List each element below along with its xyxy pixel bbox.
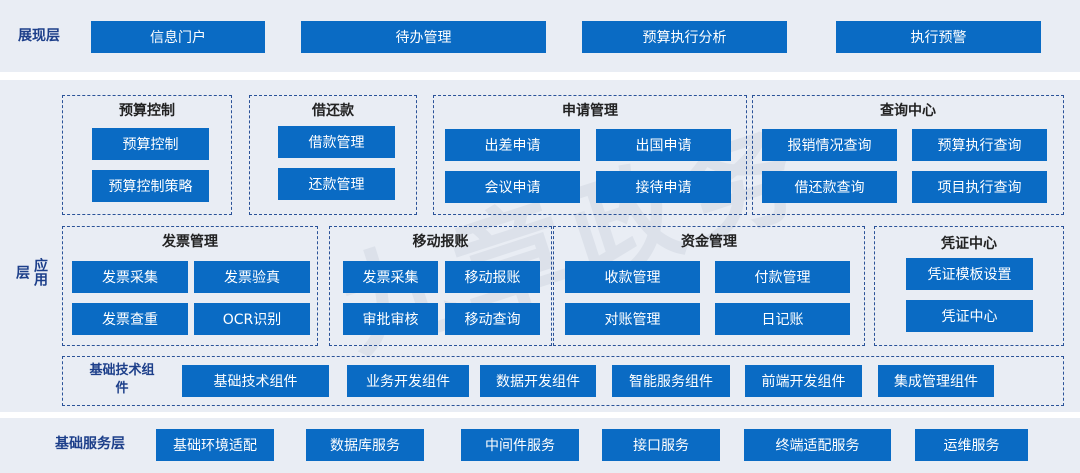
invoice-collect-button[interactable]: 发票采集 bbox=[72, 261, 188, 293]
budget-execution-query-button[interactable]: 预算执行查询 bbox=[912, 129, 1047, 161]
payment-management-button[interactable]: 付款管理 bbox=[715, 261, 850, 293]
apply-management-group: 申请管理 bbox=[433, 95, 747, 215]
fund-management-title: 资金管理 bbox=[681, 234, 737, 250]
budget-strategy-button[interactable]: 预算控制策略 bbox=[92, 170, 209, 202]
project-execution-query-button[interactable]: 项目执行查询 bbox=[912, 171, 1047, 203]
infrastructure-layer: 基础服务层 基础环境适配 数据库服务 中间件服务 接口服务 终端适配服务 运维服… bbox=[0, 418, 1080, 473]
mobile-reimbursement-title: 移动报账 bbox=[412, 234, 469, 250]
query-center-group: 查询中心 bbox=[752, 95, 1064, 215]
query-center-title: 查询中心 bbox=[880, 103, 936, 119]
voucher-template-button[interactable]: 凭证模板设置 bbox=[906, 258, 1033, 290]
mobile-invoice-collect-button[interactable]: 发票采集 bbox=[343, 261, 438, 293]
reception-apply-button[interactable]: 接待申请 bbox=[596, 171, 731, 203]
budget-control-title: 预算控制 bbox=[119, 103, 175, 119]
middleware-service-button[interactable]: 中间件服务 bbox=[461, 429, 579, 461]
terminal-adaptation-button[interactable]: 终端适配服务 bbox=[744, 429, 891, 461]
interface-service-button[interactable]: 接口服务 bbox=[602, 429, 720, 461]
voucher-center-title: 凭证中心 bbox=[941, 236, 997, 252]
budget-control-group: 预算控制 bbox=[62, 95, 232, 215]
reimbursement-query-button[interactable]: 报销情况查询 bbox=[762, 129, 897, 161]
info-portal-button[interactable]: 信息门户 bbox=[91, 21, 265, 53]
presentation-layer-label: 展现层 bbox=[18, 28, 60, 44]
application-layer-label: 应用层 bbox=[14, 258, 48, 286]
repayment-management-button[interactable]: 还款管理 bbox=[278, 168, 395, 200]
base-components-title: 基础技术组件 bbox=[89, 363, 155, 396]
loan-query-button[interactable]: 借还款查询 bbox=[762, 171, 897, 203]
base-components-group: 基础技术组件 bbox=[62, 356, 1064, 406]
voucher-center-group: 凭证中心 bbox=[874, 226, 1064, 346]
fund-management-group: 资金管理 bbox=[553, 226, 865, 346]
invoice-management-title: 发票管理 bbox=[162, 234, 218, 250]
mobile-query-button[interactable]: 移动查询 bbox=[445, 303, 540, 335]
budget-analysis-button[interactable]: 预算执行分析 bbox=[582, 21, 787, 53]
budget-control-button[interactable]: 预算控制 bbox=[92, 128, 209, 160]
approval-review-button[interactable]: 审批审核 bbox=[343, 303, 438, 335]
mobile-reimbursement-button[interactable]: 移动报账 bbox=[445, 261, 540, 293]
loan-title: 借还款 bbox=[312, 103, 354, 119]
business-dev-component-button[interactable]: 业务开发组件 bbox=[347, 365, 469, 397]
invoice-management-group: 发票管理 bbox=[62, 226, 318, 346]
ops-service-button[interactable]: 运维服务 bbox=[915, 429, 1028, 461]
reconciliation-button[interactable]: 对账管理 bbox=[565, 303, 700, 335]
integration-component-button[interactable]: 集成管理组件 bbox=[878, 365, 994, 397]
apply-management-title: 申请管理 bbox=[562, 103, 618, 119]
execution-warning-button[interactable]: 执行预警 bbox=[836, 21, 1041, 53]
ai-service-component-button[interactable]: 智能服务组件 bbox=[612, 365, 730, 397]
loan-group: 借还款 bbox=[249, 95, 417, 215]
database-service-button[interactable]: 数据库服务 bbox=[306, 429, 424, 461]
voucher-center-button[interactable]: 凭证中心 bbox=[906, 300, 1033, 332]
mobile-reimbursement-group: 移动报账 bbox=[329, 226, 552, 346]
loan-management-button[interactable]: 借款管理 bbox=[278, 126, 395, 158]
business-trip-button[interactable]: 出差申请 bbox=[445, 129, 580, 161]
journal-button[interactable]: 日记账 bbox=[715, 303, 850, 335]
invoice-verify-button[interactable]: 发票验真 bbox=[194, 261, 310, 293]
infrastructure-layer-label: 基础服务层 bbox=[55, 436, 125, 452]
env-adaptation-button[interactable]: 基础环境适配 bbox=[156, 429, 274, 461]
base-tech-component-button[interactable]: 基础技术组件 bbox=[182, 365, 329, 397]
receipt-management-button[interactable]: 收款管理 bbox=[565, 261, 700, 293]
invoice-duplicate-check-button[interactable]: 发票查重 bbox=[72, 303, 188, 335]
data-dev-component-button[interactable]: 数据开发组件 bbox=[480, 365, 596, 397]
todo-management-button[interactable]: 待办管理 bbox=[301, 21, 546, 53]
presentation-layer: 展现层 信息门户 待办管理 预算执行分析 执行预警 bbox=[0, 0, 1080, 72]
ocr-recognition-button[interactable]: OCR识别 bbox=[194, 303, 310, 335]
overseas-trip-button[interactable]: 出国申请 bbox=[596, 129, 731, 161]
meeting-apply-button[interactable]: 会议申请 bbox=[445, 171, 580, 203]
frontend-dev-component-button[interactable]: 前端开发组件 bbox=[745, 365, 862, 397]
